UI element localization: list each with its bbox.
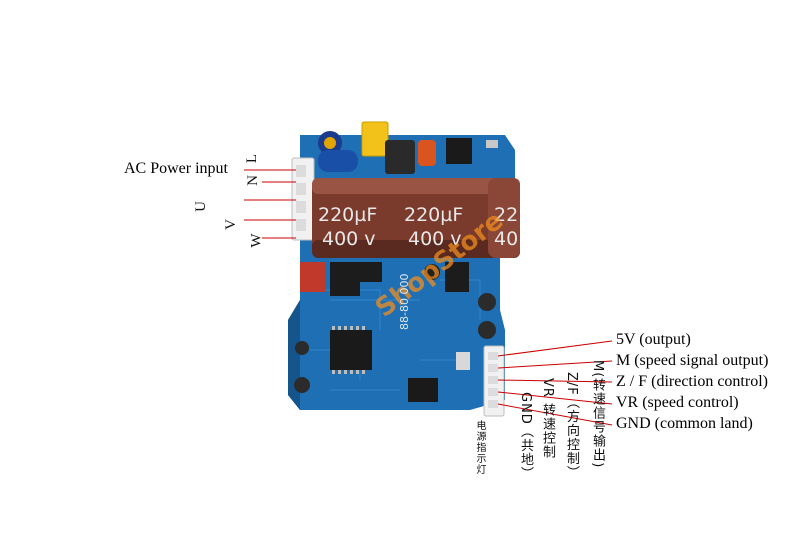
- cap-text-left-voltage: 400 v: [322, 228, 376, 250]
- cap-text-mid-voltage: 400 v: [408, 228, 462, 250]
- cn-gnd-annotation: GND（共地）: [518, 392, 533, 481]
- pin-l-label: L: [244, 153, 261, 164]
- output-pin-1: [488, 352, 498, 360]
- small-capacitor-5: [294, 377, 310, 393]
- output-pin-2: [488, 364, 498, 372]
- pcb-edge: [288, 300, 300, 410]
- electrolytic-capacitor: [312, 178, 520, 258]
- pin-u-label: U: [192, 201, 209, 212]
- output-vr-label: VR (speed control): [616, 394, 739, 411]
- cn-m-annotation: M(转速信号输出): [590, 360, 605, 469]
- leader-zf: [497, 379, 613, 383]
- small-capacitor-2: [478, 293, 496, 311]
- capacitor-highlight: [312, 178, 520, 194]
- inductor: [385, 140, 415, 174]
- pin-n-label: N: [244, 175, 261, 186]
- cap-text-mid-value: 220µF: [404, 204, 464, 226]
- cn-vr-annotation: VR 转速控制: [540, 378, 555, 460]
- pin-w-label: W: [248, 233, 265, 248]
- red-component: [300, 262, 326, 292]
- yellow-capacitor: [361, 121, 389, 157]
- orange-component: [418, 140, 436, 166]
- coil: [318, 150, 358, 172]
- mosfet: [330, 262, 360, 296]
- output-pin-4: [488, 388, 498, 396]
- bridge-rectifier: [446, 138, 472, 164]
- cap-text-right-voltage: 40: [494, 228, 519, 250]
- cn-power-led-annotation: 电源指示灯: [474, 420, 485, 475]
- smd-part: [486, 140, 498, 148]
- capacitor-end: [488, 178, 520, 258]
- input-pin-3: [296, 201, 306, 213]
- output-zf-label: Z / F (direction control): [616, 373, 768, 390]
- input-pin-4: [296, 219, 306, 231]
- output-pin-3: [488, 376, 498, 384]
- pin-v-label: V: [222, 219, 239, 230]
- driver-ic: [330, 330, 372, 370]
- leader-vr: [497, 391, 613, 405]
- output-gnd-label: GND (common land): [616, 415, 753, 432]
- trimmer: [456, 352, 470, 370]
- small-capacitor-3: [478, 321, 496, 339]
- input-pin-1: [296, 165, 306, 177]
- driver-ic-pins: [332, 326, 365, 374]
- small-capacitor-4: [295, 341, 309, 355]
- leader-gnd: [497, 403, 613, 426]
- cn-zf-annotation: Z/F（方向控制）: [564, 372, 579, 480]
- ac-power-input-label: AC Power input: [124, 160, 228, 177]
- blue-component-core: [324, 137, 336, 149]
- cap-text-right-value: 22: [494, 204, 519, 226]
- input-pin-2: [296, 183, 306, 195]
- output-m-label: M (speed signal output): [616, 352, 769, 369]
- output-5v-label: 5V (output): [616, 331, 691, 348]
- controller-ic: [408, 378, 438, 402]
- input-leader-lines: [244, 169, 296, 239]
- leader-m: [497, 360, 613, 369]
- output-pin-5: [488, 400, 498, 408]
- transistor: [360, 262, 382, 282]
- small-capacitor-1: [424, 264, 440, 280]
- pcb-code: 88-80 000: [398, 273, 411, 330]
- ic-heatsink: [445, 262, 469, 292]
- cap-text-left-value: 220µF: [318, 204, 378, 226]
- leader-5v: [497, 340, 613, 357]
- output-leader-lines: [497, 340, 613, 426]
- capacitor-shadow: [312, 240, 520, 258]
